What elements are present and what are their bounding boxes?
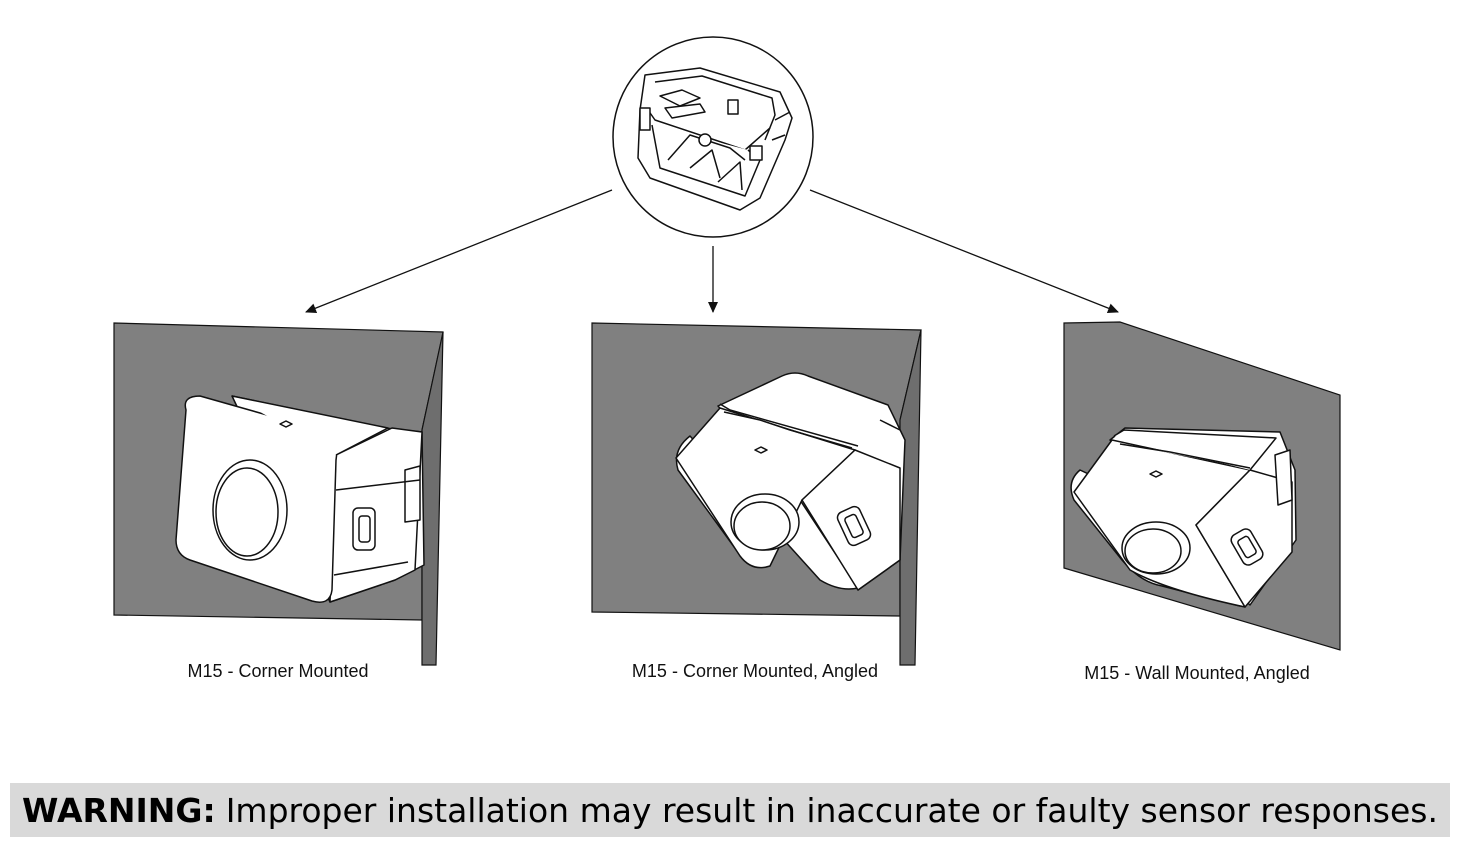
caption-wall-angled: M15 - Wall Mounted, Angled [1084,663,1310,683]
warning-label: WARNING: [22,790,216,830]
view-corner-mounted [113,322,444,666]
caption-corner-mounted: M15 - Corner Mounted [187,661,369,681]
sensor-corner-mounted-icon [175,395,425,603]
warning-banner: WARNING: Improper installation may resul… [10,783,1450,837]
back-box-callout [612,36,814,238]
arrow-to-corner-mounted [305,189,613,313]
view-corner-angled [591,322,922,666]
arrow-to-wall-angled [809,189,1119,313]
caption-corner-angled: M15 - Corner Mounted, Angled [631,661,879,681]
warning-text: Improper installation may result in inac… [225,790,1438,830]
sensor-corner-angled-icon [675,372,906,591]
sensor-wall-angled-icon [1070,427,1297,608]
view-wall-angled [1063,321,1341,651]
back-box-icon [637,67,793,211]
